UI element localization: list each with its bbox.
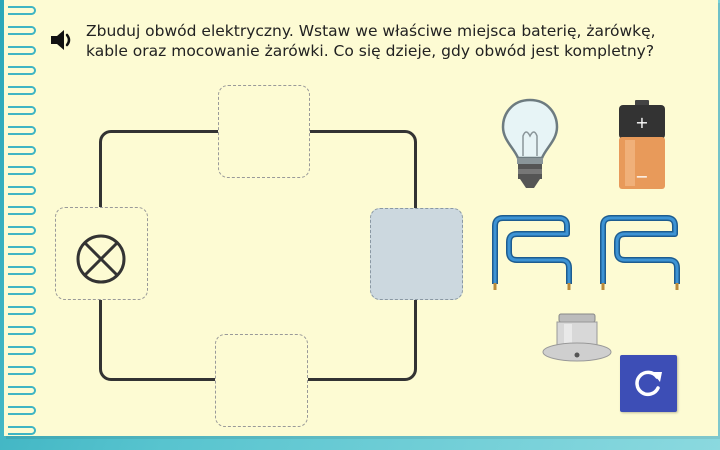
binding-ring: [8, 286, 36, 295]
instruction-text: Zbuduj obwód elektryczny. Wstaw we właśc…: [86, 21, 686, 61]
drop-slot-right-filled[interactable]: [370, 208, 463, 300]
drop-slot-top[interactable]: [218, 85, 310, 178]
instruction-line-2: kable oraz mocowanie żarówki. Co się dzi…: [86, 42, 655, 60]
binding-ring: [8, 346, 36, 355]
drop-slot-left[interactable]: [55, 207, 148, 300]
binding-ring: [8, 386, 36, 395]
binding-ring: [8, 306, 36, 315]
binding-ring: [8, 426, 36, 435]
instruction-line-1: Zbuduj obwód elektryczny. Wstaw we właśc…: [86, 22, 656, 40]
binding-ring: [8, 186, 36, 195]
light-bulb-piece[interactable]: [498, 96, 562, 192]
reset-button[interactable]: [620, 355, 677, 412]
binding-ring: [8, 26, 36, 35]
binding-ring: [8, 226, 36, 235]
binding-ring: [8, 66, 36, 75]
refresh-icon: [635, 370, 662, 397]
binding-ring: [8, 106, 36, 115]
binding-ring: [8, 246, 36, 255]
drop-slot-bottom[interactable]: [215, 334, 308, 427]
binding-ring: [8, 166, 36, 175]
battery-piece[interactable]: + −: [617, 100, 667, 192]
binding-ring: [8, 126, 36, 135]
cable-piece-1[interactable]: [485, 208, 577, 292]
binding-ring: [8, 366, 36, 375]
binding-ring: [8, 86, 36, 95]
binding-ring: [8, 406, 36, 415]
battery-minus-label: −: [635, 167, 648, 186]
notebook-binding: [0, 0, 50, 450]
speaker-icon[interactable]: [50, 28, 76, 52]
binding-ring: [8, 46, 36, 55]
binding-ring: [8, 326, 36, 335]
binding-ring: [8, 206, 36, 215]
bulb-socket-piece[interactable]: [540, 312, 614, 364]
lamp-symbol-icon: [76, 234, 125, 283]
binding-ring: [8, 146, 36, 155]
battery-plus-label: +: [635, 113, 648, 132]
cable-piece-2[interactable]: [593, 208, 685, 292]
binding-ring: [8, 6, 36, 15]
binding-ring: [8, 266, 36, 275]
